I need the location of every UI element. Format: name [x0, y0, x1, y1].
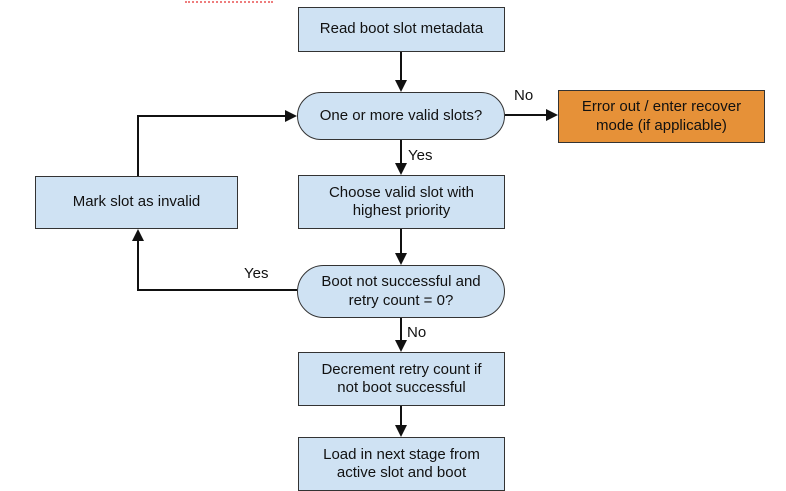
edge-bootcheck-to-mark-vline	[137, 240, 139, 291]
node-load-next-stage[interactable]: Load in next stage from active slot and …	[298, 437, 505, 491]
node-mark-slot-invalid[interactable]: Mark slot as invalid	[35, 176, 238, 229]
edge-choose-to-bootcheck-arrowhead	[395, 253, 407, 265]
edge-label-yes: Yes	[408, 147, 433, 165]
edge-mark-to-validslots-arrowhead	[285, 110, 297, 122]
edge-mark-to-validslots-vline	[137, 115, 139, 176]
node-label: One or more valid slots?	[319, 106, 483, 124]
edge-bootcheck-to-decrement-arrowhead	[395, 340, 407, 352]
node-label: Error out / enter recover mode (if appli…	[581, 98, 742, 134]
node-boot-not-successful-check[interactable]: Boot not successful and retry count = 0?	[297, 265, 505, 318]
edge-choose-to-bootcheck-line	[400, 229, 402, 254]
node-choose-valid-slot[interactable]: Choose valid slot with highest priority	[298, 175, 505, 229]
edge-validslots-to-choose-line	[400, 140, 402, 164]
edge-bootcheck-to-decrement-line	[400, 318, 402, 341]
node-read-boot-slot-metadata[interactable]: Read boot slot metadata	[298, 7, 505, 52]
edge-read-to-validslots-line	[400, 52, 402, 81]
edge-label-yes: Yes	[244, 265, 269, 283]
node-error-out-recover-mode[interactable]: Error out / enter recover mode (if appli…	[558, 90, 765, 143]
node-label: Load in next stage from active slot and …	[323, 445, 480, 481]
node-label: Decrement retry count if not boot succes…	[321, 360, 482, 396]
red-dotted-marker	[185, 1, 273, 3]
node-one-or-more-valid-slots[interactable]: One or more valid slots?	[297, 92, 505, 140]
node-decrement-retry-count[interactable]: Decrement retry count if not boot succes…	[298, 352, 505, 406]
edge-decrement-to-load-arrowhead	[395, 425, 407, 437]
edge-validslots-to-error-arrowhead	[546, 109, 558, 121]
node-label: Read boot slot metadata	[319, 20, 484, 38]
node-label: Choose valid slot with highest priority	[328, 183, 475, 219]
edge-label-no: No	[514, 87, 534, 105]
node-label: Mark slot as invalid	[72, 193, 201, 211]
edge-validslots-to-error-line	[505, 114, 546, 116]
edge-read-to-validslots-arrowhead	[395, 80, 407, 92]
edge-validslots-to-choose-arrowhead	[395, 163, 407, 175]
edge-bootcheck-to-mark-arrowhead	[132, 229, 144, 241]
edge-label-no: No	[407, 324, 427, 342]
edge-decrement-to-load-line	[400, 406, 402, 426]
edge-bootcheck-to-mark-hline	[138, 289, 297, 291]
edge-mark-to-validslots-hline	[137, 115, 285, 117]
node-label: Boot not successful and retry count = 0?	[321, 273, 481, 309]
